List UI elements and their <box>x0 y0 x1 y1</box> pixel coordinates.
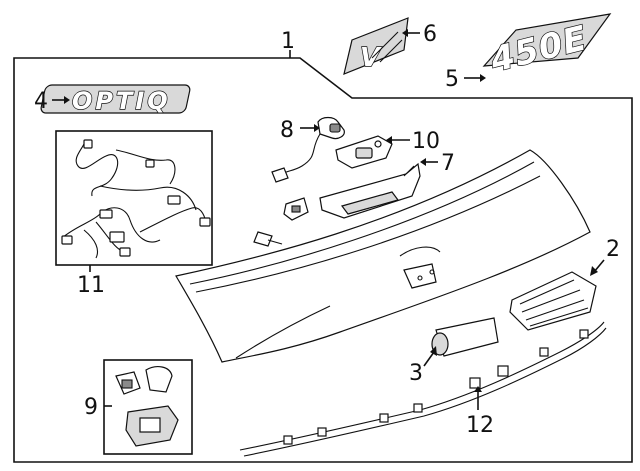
callout-11: 11 <box>77 273 105 298</box>
rear-camera <box>431 317 499 357</box>
model-emblem: 450E <box>482 13 612 82</box>
v-series-emblem-text: V <box>360 43 382 73</box>
lower-harness <box>239 321 607 457</box>
sensor-with-pigtail <box>271 116 345 183</box>
callout-2: 2 <box>606 237 620 262</box>
callout-5: 5 <box>445 67 459 92</box>
optiq-emblem: OPTIQ <box>40 84 191 116</box>
callout-12: 12 <box>466 413 494 438</box>
assembly-outline <box>13 57 633 463</box>
optiq-emblem-text: OPTIQ <box>72 87 171 115</box>
grille-badge <box>509 271 597 331</box>
loose-fasteners <box>253 197 309 247</box>
wiring-harness <box>61 139 211 259</box>
parking-sensor-kit <box>115 366 179 447</box>
callout-6: 6 <box>423 22 437 47</box>
callout-1: 1 <box>281 29 295 54</box>
handle-switch-assembly <box>319 162 421 219</box>
callout-4: 4 <box>34 89 48 114</box>
v-series-emblem: V <box>343 17 409 75</box>
sensor-kit-box <box>103 359 193 455</box>
liftgate-garnish-panel <box>175 149 591 363</box>
callout-8: 8 <box>280 118 294 143</box>
callout-3: 3 <box>409 361 423 386</box>
harness-box <box>55 130 213 266</box>
callout-7: 7 <box>441 151 455 176</box>
callout-10: 10 <box>412 129 440 154</box>
callout-9: 9 <box>84 395 98 420</box>
camera-bracket <box>335 135 393 169</box>
